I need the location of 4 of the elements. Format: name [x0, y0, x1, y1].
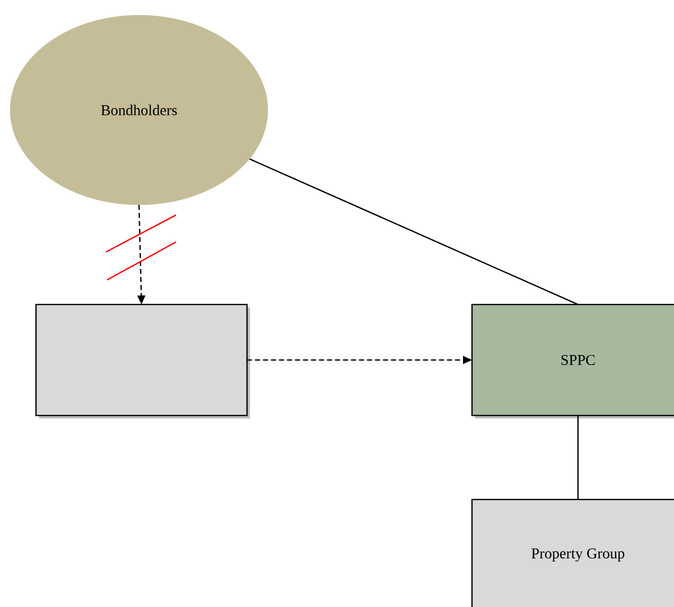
oval-node: Bondholders — [10, 15, 268, 205]
entity-box — [35, 304, 250, 418]
entity-box: Property Group — [471, 498, 674, 607]
entity-box: SPPC — [471, 304, 674, 418]
